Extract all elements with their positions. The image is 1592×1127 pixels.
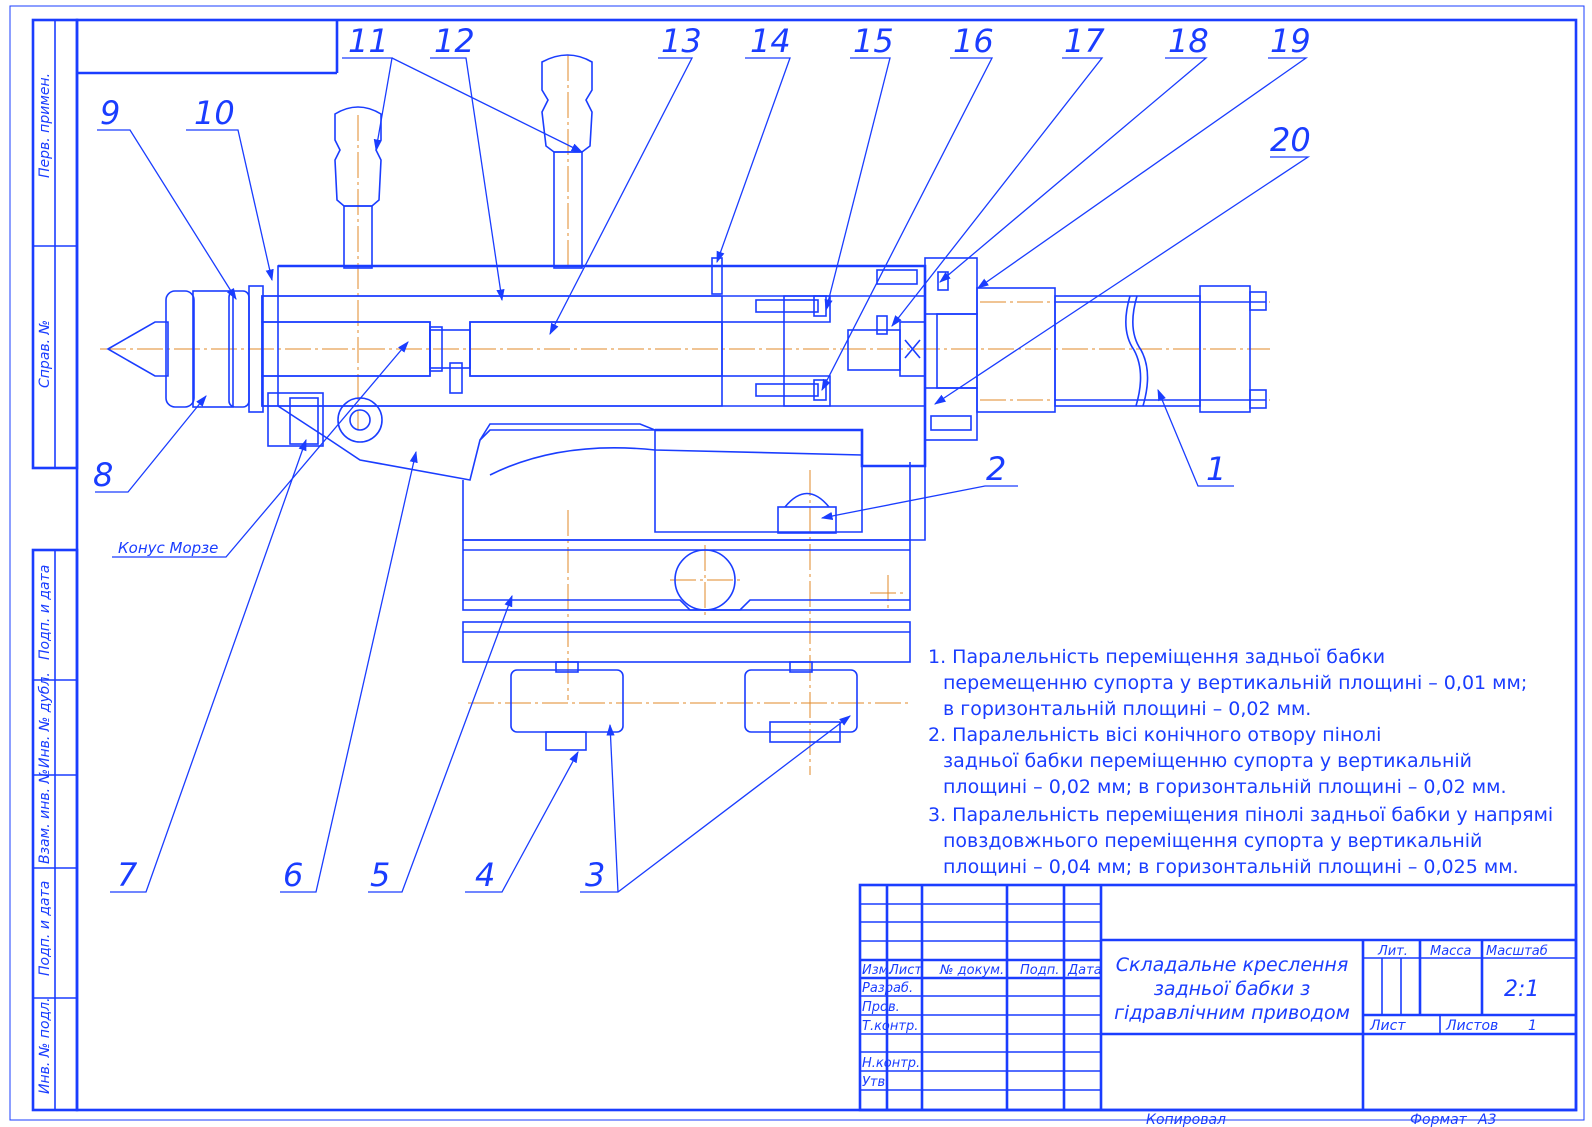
center-lines [100,55,1270,775]
part-number-15: 15 [853,22,894,60]
stamp-podp-data-1: Подп. и дата [37,565,53,660]
tb-doc-no: № докум. [939,963,1004,978]
tb-massa: Масса [1430,944,1471,959]
tb-data: Дата [1067,963,1102,978]
tb-izm: Изм. [862,963,893,978]
note-line-7: 3. Паралельність переміщения пінолі задн… [928,804,1553,826]
part-number-4: 4 [475,856,495,894]
stamp-perv-primen: Перв. примен. [37,73,53,178]
part-number-13: 13 [661,22,702,60]
drawing-title-line-3: гідравлічним приводом [1114,1002,1350,1024]
clamp-handles [334,54,593,269]
tb-scale-value: 2:1 [1504,977,1539,1002]
part-number-8: 8 [93,456,113,494]
tb-lit: Лит. [1377,944,1408,959]
tb-listov-value: 1 [1528,1018,1537,1034]
part-number-20: 20 [1270,121,1311,159]
part-number-3: 3 [585,856,605,894]
part-number-14: 14 [750,22,791,60]
part-number-18: 18 [1168,22,1209,60]
note-line-9: площині – 0,04 мм; в горизонтальній площ… [943,856,1519,878]
tb-tkontr: Т.контр. [862,1019,918,1034]
quill [261,295,723,407]
note-line-1: 1. Паралельність переміщення задньої баб… [928,646,1385,668]
drawing-frame [9,5,1585,1121]
tb-list: Лист [1369,1018,1406,1034]
stamp-sprav-no: Справ. № [37,320,53,388]
part-number-11: 11 [348,22,389,60]
tb-list-col: Лист [888,963,922,978]
tb-listov: Листов [1445,1018,1498,1034]
note-line-6: площині – 0,02 мм; в горизонтальній площ… [943,776,1506,798]
drawing-title-line-2: задньої бабки з [1154,978,1311,1000]
technical-notes: 1. Паралельність переміщення задньої баб… [928,646,1553,878]
title-block: Изм. Лист № докум. Подп. Дата Разраб. Пр… [858,883,1578,1127]
note-line-5: задньої бабки переміщенню супорта у верт… [943,750,1472,772]
morse-taper-label: Конус Морзе [118,539,218,557]
note-line-3: в горизонтальній площині – 0,02 мм. [943,698,1311,720]
part-number-2: 2 [986,450,1006,488]
stamp-inv-podl: Инв. № подл. [37,997,53,1094]
tb-format: Формат [1410,1112,1468,1127]
part-number-6: 6 [283,856,303,894]
tb-kopiroval: Копировал [1146,1112,1226,1127]
part-number-5: 5 [370,856,390,894]
tb-razrab: Разраб. [862,981,913,996]
lower-body [462,423,911,751]
tb-podp: Подп. [1020,963,1059,978]
tb-nkontr: Н.контр. [862,1056,920,1071]
part-number-16: 16 [953,22,994,60]
side-stamp: Перв. примен. Справ. № Подп. и дата Инв.… [31,18,79,1112]
part-number-10: 10 [194,94,235,132]
part-number-17: 17 [1064,22,1105,60]
drawing-title-line-1: Складальне креслення [1116,954,1349,976]
tb-masshtab: Масштаб [1486,944,1548,959]
part-number-12: 12 [434,22,475,60]
live-center [106,285,264,413]
part-number-7: 7 [117,856,138,894]
note-line-4: 2. Паралельність вісі конічного отвору п… [928,724,1381,746]
stamp-vzam-inv: Взам. инв. № [37,769,53,864]
stamp-podp-data-2: Подп. и дата [37,881,53,976]
part-numbers: 1 2 3 4 5 6 7 8 9 10 11 12 13 14 15 16 1… [93,22,1311,894]
tailstock-body [261,257,978,541]
part-number-1: 1 [1206,450,1226,488]
tb-format-value: А3 [1477,1112,1496,1127]
part-number-9: 9 [100,94,120,132]
piston-assembly [721,269,972,431]
part-number-19: 19 [1270,22,1311,60]
stamp-inv-dubl: Инв. № дубл. [37,672,53,768]
leader-lines [95,57,1311,893]
note-line-2: перемещенню супорта у вертикальній площи… [943,672,1527,694]
tb-prov: Пров. [862,1000,900,1015]
note-line-8: повздовжнього переміщення супорта у верт… [943,830,1482,852]
tb-utv: Утв. [862,1075,889,1090]
